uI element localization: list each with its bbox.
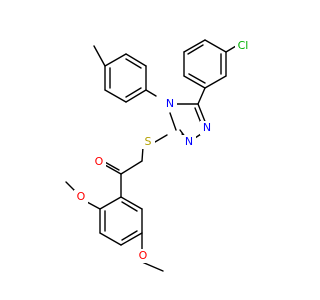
sulfur-atom: S (141, 135, 155, 149)
triazole-n2-atom: N (182, 135, 196, 149)
triazole-n1-atom: N (200, 121, 214, 135)
carbonyl-oxygen-atom: O (92, 155, 106, 169)
atom-label-layer: Cl N N N S O O O (74, 39, 251, 263)
chlorine-label: Cl (238, 39, 249, 52)
oxygen-label-methoxy-2: O (77, 190, 86, 203)
methoxy-oxygen-atom-5: O (136, 249, 150, 263)
methoxy-oxygen-atom-2: O (74, 190, 88, 204)
tolyl-ring (93, 45, 157, 103)
sulfur-label: S (145, 135, 152, 148)
triazole-n4-atom: N (163, 97, 177, 111)
chemical-structure: Cl N N N S O O O (65, 39, 251, 272)
oxygen-label-methoxy-5: O (139, 249, 148, 262)
nitrogen-label-n4: N (166, 97, 174, 110)
chlorophenyl-ring (183, 39, 237, 89)
chlorine-atom: Cl (235, 39, 251, 53)
oxygen-label-carbonyl: O (95, 155, 104, 168)
nitrogen-label-n1: N (203, 121, 211, 134)
nitrogen-label-n2: N (185, 135, 193, 148)
dimethoxyphenyl-ring (65, 181, 164, 272)
